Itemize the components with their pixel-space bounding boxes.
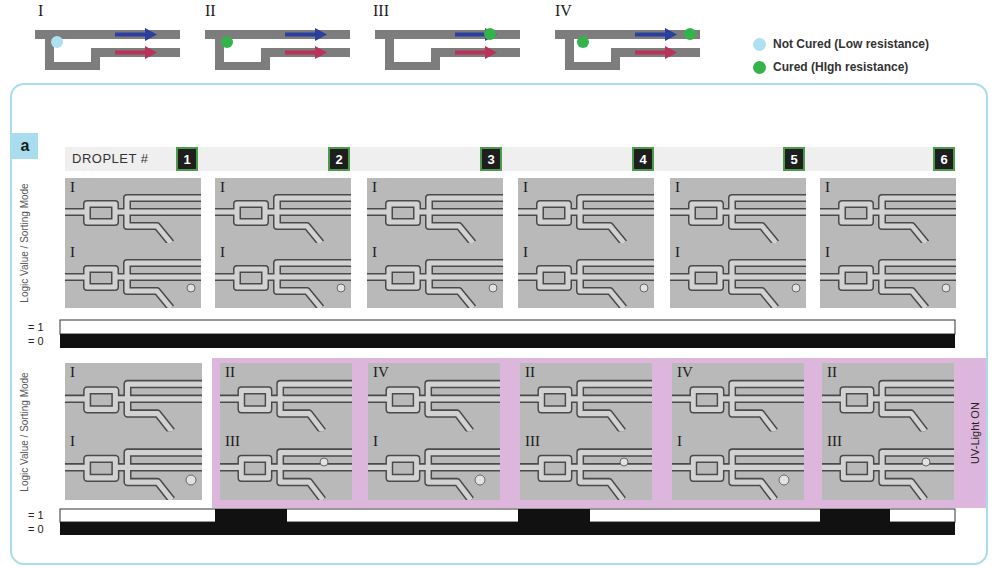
state-label: IV	[555, 2, 572, 20]
logic-state-label: I	[220, 179, 225, 195]
microscope-image-frame: IIIII	[822, 363, 954, 500]
logic-state-label: I	[70, 433, 75, 449]
axis-label: Logic Value / Sorting Mode	[19, 372, 30, 491]
droplet-number: 1	[178, 149, 196, 169]
logic-state-label: III	[827, 433, 842, 449]
droplet-number: 6	[935, 149, 953, 169]
microscope-image-frame: II	[65, 178, 201, 308]
logic-level-label: = 0	[28, 334, 44, 348]
legend-swatch	[753, 38, 766, 51]
legend-text: Not Cured (Low resistance)	[773, 37, 929, 51]
droplet-number-box: 2	[328, 147, 350, 171]
logic-state-label: III	[225, 433, 240, 449]
droplet-number-box: 3	[480, 147, 502, 171]
droplet-number-box: 6	[933, 147, 955, 171]
droplet-number: 5	[785, 149, 803, 169]
droplet-number-box: 4	[632, 147, 654, 171]
microscope-image-frame: II	[820, 178, 956, 308]
droplet-number-box: 1	[176, 147, 198, 171]
state-label: III	[373, 2, 389, 20]
logic-state-label: I	[675, 179, 680, 195]
logic-state-label: I	[372, 179, 377, 195]
logic-state-label: I	[825, 244, 830, 260]
header-band: 1 2 3 4 5 6 DROPLET #	[65, 147, 955, 171]
logic-state-label: I	[677, 433, 682, 449]
uv-band	[212, 358, 988, 508]
microscope-image-frame: II	[65, 363, 202, 500]
microscope-image-frame: IV I	[368, 363, 500, 500]
state-label: II	[205, 2, 216, 20]
uv-light-band: IIIIIIVIIIIIIIVIIIIIIUV-Light ON	[212, 358, 988, 508]
logic-state-label: I	[70, 179, 75, 195]
logic-state-label: I	[70, 244, 75, 260]
logic-state-label: II	[525, 364, 535, 380]
logic-state-label: I	[70, 364, 75, 380]
logic-state-label: I	[523, 244, 528, 260]
legend-text: Cured (HIgh resistance)	[773, 60, 908, 74]
logic-state-label: IV	[677, 364, 693, 380]
logic-state-label: II	[827, 364, 837, 380]
logic-state-label: I	[220, 244, 225, 260]
logic-state-label: I	[675, 244, 680, 260]
state-label: I	[38, 2, 43, 20]
panel-letter: a	[12, 133, 38, 159]
logic-state-label: IV	[373, 364, 389, 380]
microscope-image-frame: II	[215, 178, 351, 308]
logic-state-label: I	[523, 179, 528, 195]
droplet-number-box: 5	[783, 147, 805, 171]
axis-label: Logic Value / Sorting Mode	[19, 183, 30, 302]
microscope-image-frame: II	[670, 178, 806, 308]
microscope-image-frame: II	[367, 178, 503, 308]
logic-state-label: I	[825, 179, 830, 195]
droplet-number: 3	[482, 149, 500, 169]
droplet-number: 2	[330, 149, 348, 169]
microscope-image-frame: IIIII	[220, 363, 352, 500]
resin-dot	[51, 28, 696, 48]
logic-level-label: = 1	[28, 320, 44, 334]
microscope-image	[65, 178, 956, 308]
microscope-image-frame: IV I	[672, 363, 804, 500]
uv-label: UV-Light ON	[969, 402, 981, 464]
logic-state-label: I	[372, 244, 377, 260]
logic-state-label: II	[225, 364, 235, 380]
logic-level-label: = 1	[28, 508, 44, 522]
logic-bar	[60, 320, 955, 535]
figure-panel: 123456DROPLET #IIIIIIIIIIIIIIIIIIIIVIIII…	[10, 83, 988, 565]
droplet-number: 4	[634, 149, 652, 169]
channel-schematic	[35, 28, 700, 70]
logic-state-label: III	[525, 433, 540, 449]
logic-state-label: I	[373, 433, 378, 449]
header-text: DROPLET #	[72, 151, 149, 166]
legend-swatch	[753, 61, 766, 74]
logic-level-label: = 0	[28, 522, 44, 536]
microscope-image	[65, 363, 954, 500]
microscope-image-frame: II	[518, 178, 654, 308]
microscope-image-frame: IIIII	[520, 363, 652, 500]
